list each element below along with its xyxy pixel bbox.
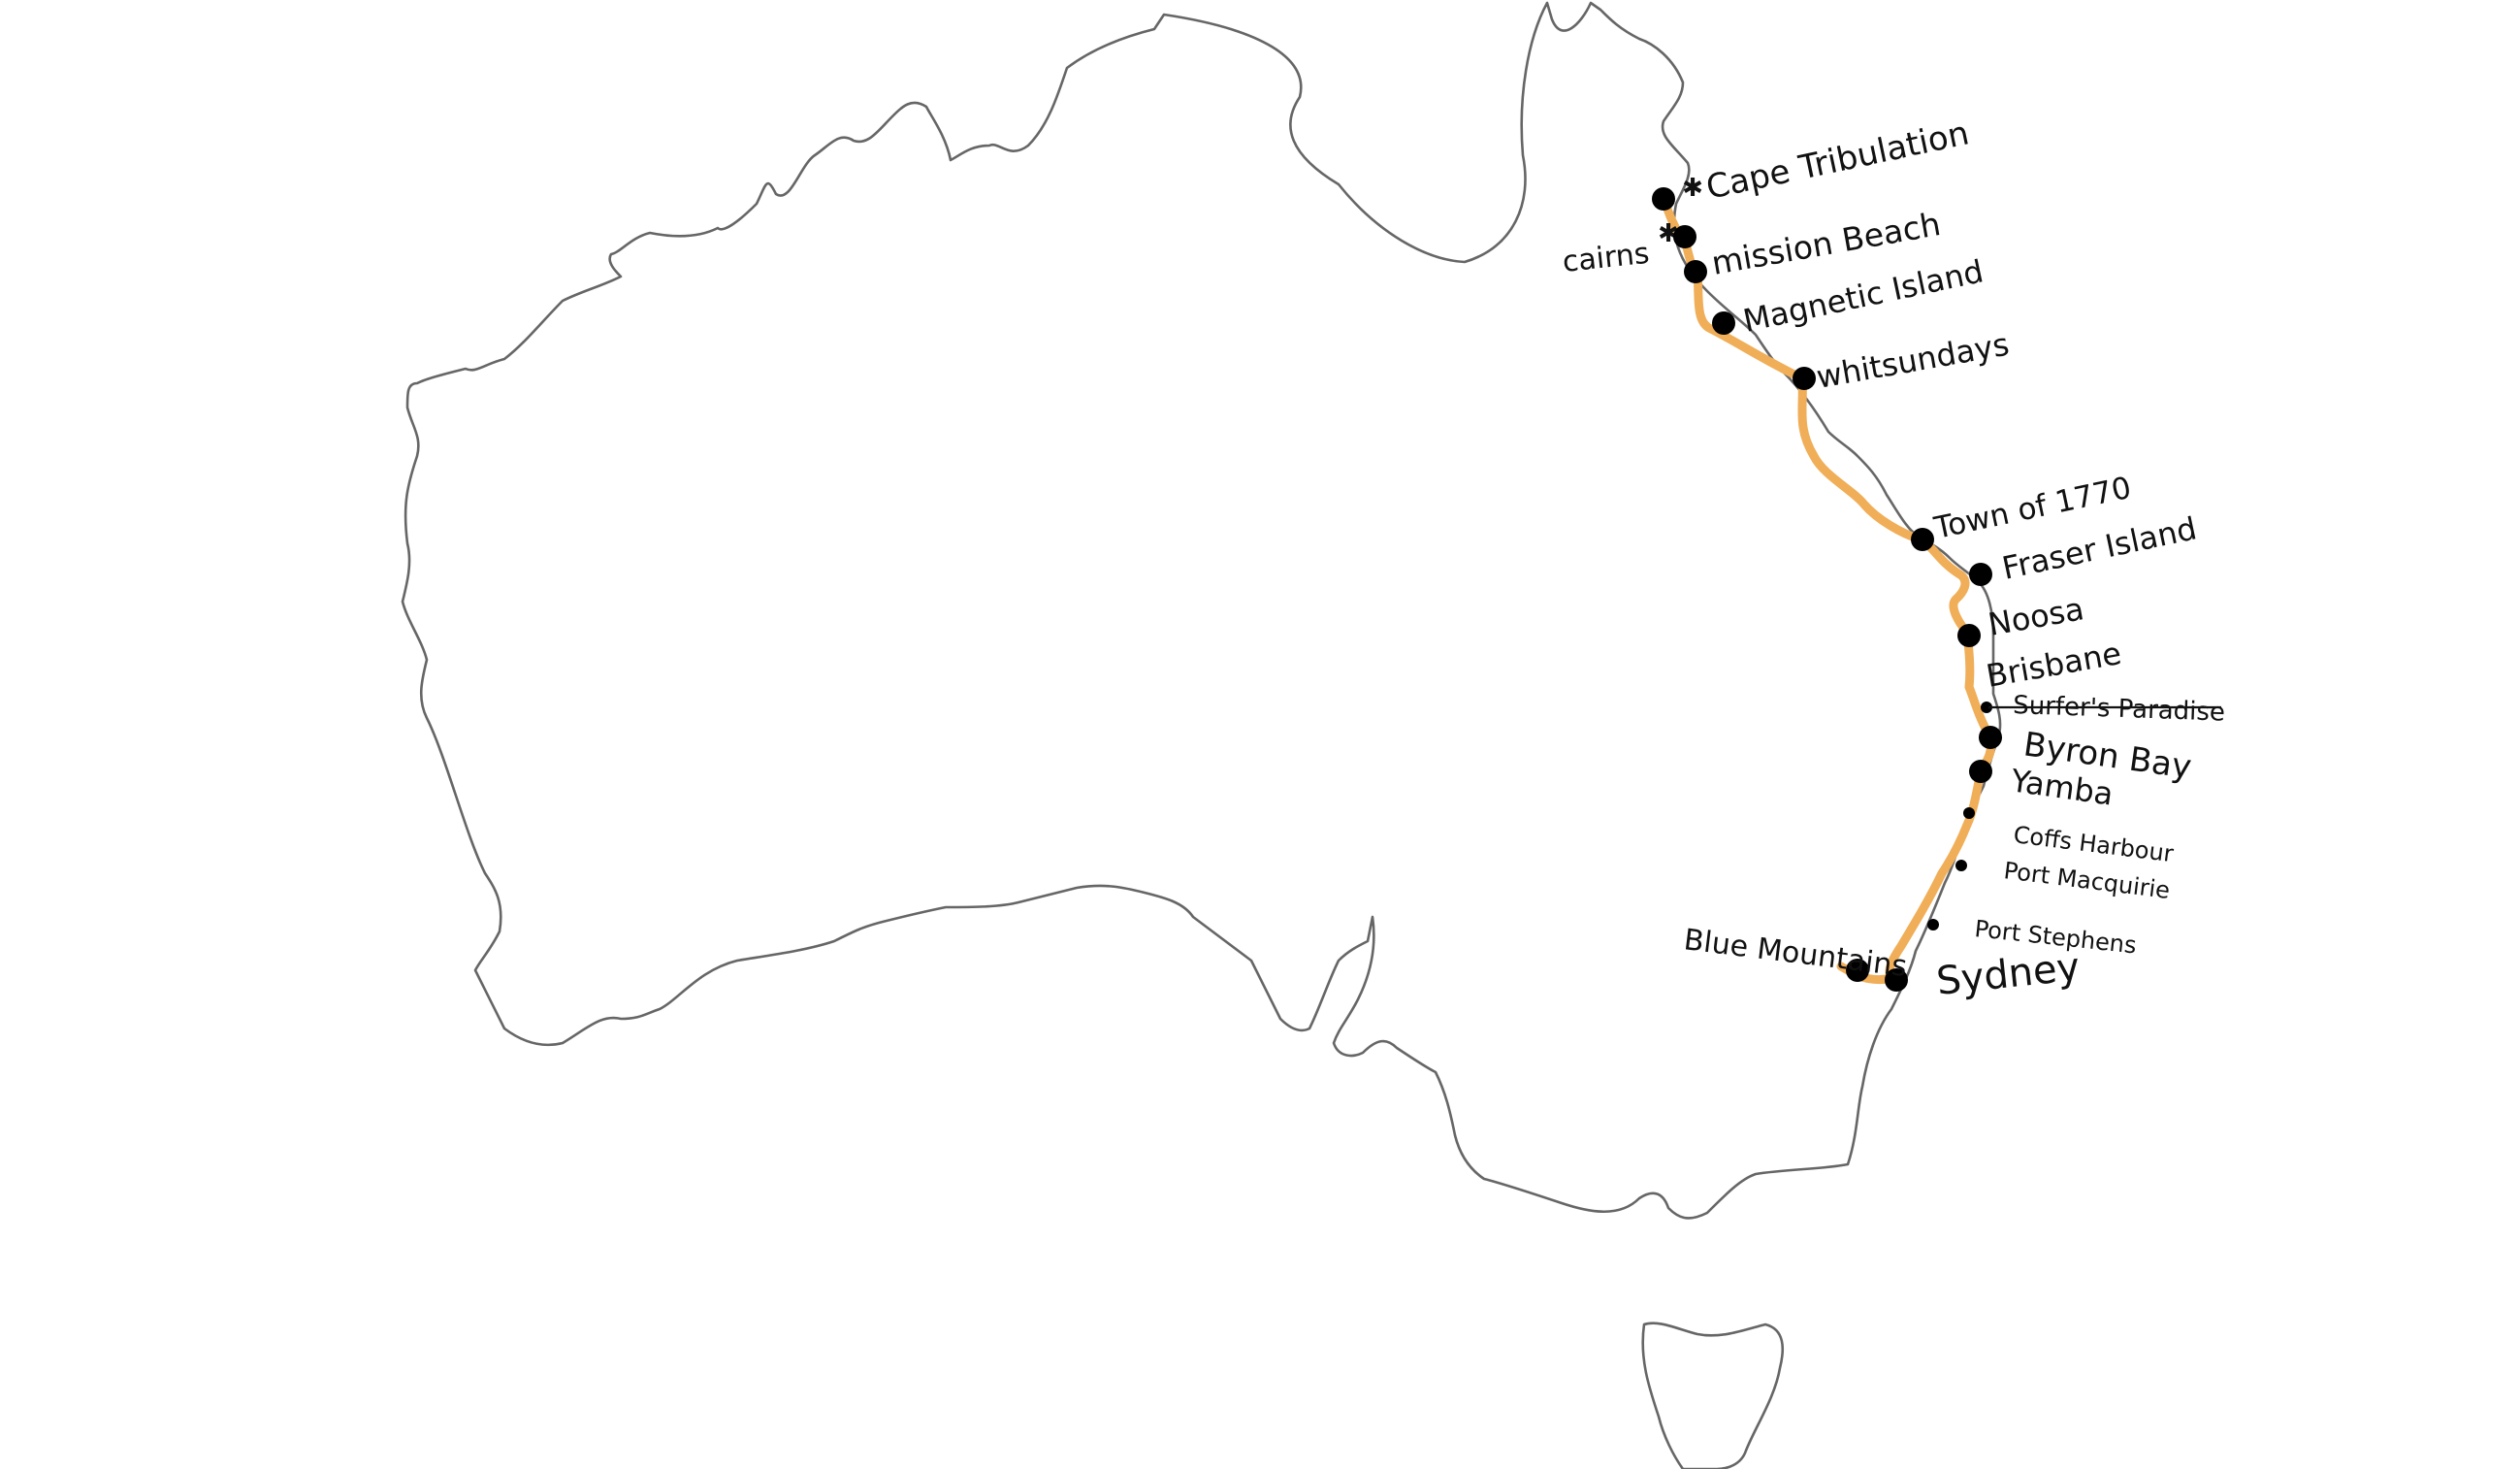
label-whitsundays: whitsundays xyxy=(1814,326,2012,396)
marker-magnetic-island xyxy=(1684,260,1707,283)
marker-mission-beach xyxy=(1673,225,1696,248)
marker-blue-mountains xyxy=(1846,959,1869,982)
marker-coffs-harbour xyxy=(1963,807,1975,819)
label-cape-tribulation: Cape Tribulation xyxy=(1703,114,1973,207)
marker-port-stephens xyxy=(1927,919,1939,930)
marker-noosa xyxy=(1969,563,1992,586)
marker-town-of-1770 xyxy=(1793,367,1816,390)
star-icon-cape-tribulation: ✱ xyxy=(1682,174,1703,203)
label-brisbane: Brisbane xyxy=(1984,635,2124,695)
travel-route xyxy=(1659,192,1996,985)
route-start-marker xyxy=(1652,187,1675,211)
marker-byron-bay xyxy=(1979,726,2002,749)
label-cairns: cairns xyxy=(1561,237,1651,279)
marker-port-macquirie xyxy=(1955,860,1967,871)
stop-markers: ✱✱ xyxy=(1652,174,2002,992)
marker-sydney xyxy=(1885,968,1908,992)
marker-brisbane xyxy=(1957,624,1981,647)
marker-yamba xyxy=(1969,760,1992,783)
marker-surfers-paradise xyxy=(1981,702,1992,713)
star-icon-cairns: ✱ xyxy=(1658,219,1679,248)
mainland-coastline xyxy=(401,1,2002,1220)
label-sydney: Sydney xyxy=(1934,945,2082,1004)
marker-whitsundays xyxy=(1712,311,1735,335)
label-blue-mountains: Blue Mountains xyxy=(1682,923,1909,984)
label-noosa: Noosa xyxy=(1986,590,2086,643)
marker-fraser-island xyxy=(1911,528,1934,551)
label-surfers-paradise: Surfer's Paradise xyxy=(2013,691,2226,728)
tasmania-coastline xyxy=(1641,1322,1785,1469)
